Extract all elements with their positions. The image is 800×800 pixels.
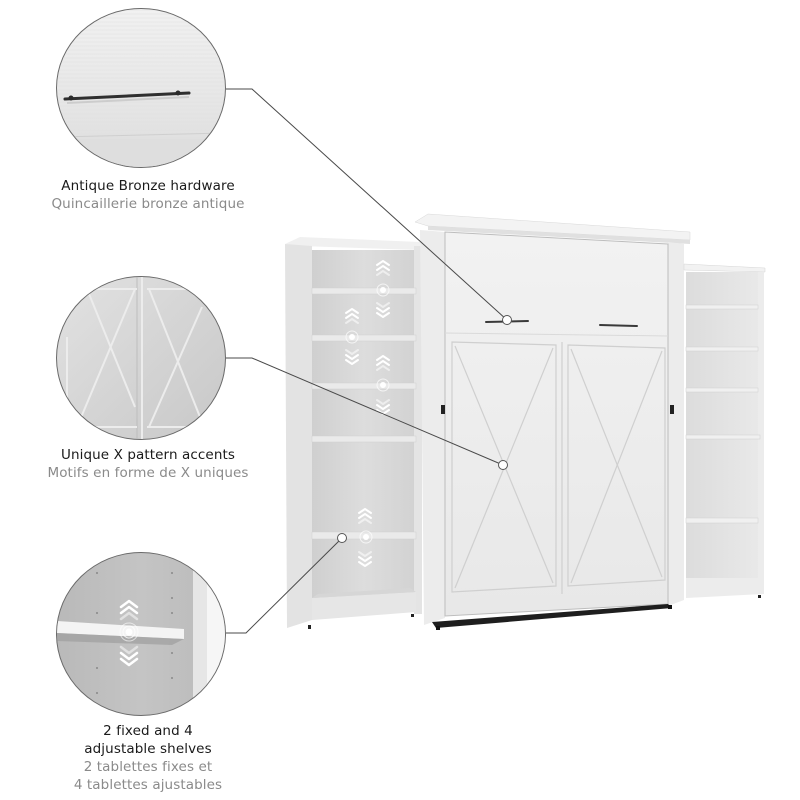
shelf-callout-dot: [337, 533, 347, 543]
x-pattern-title-en: Unique X pattern accents: [60, 447, 236, 463]
shelves-title-fr-line2: 4 tablettes ajustables: [73, 777, 223, 793]
callout-lines: [226, 88, 508, 634]
x-pattern-title-fr: Motifs en forme de X uniques: [47, 465, 249, 481]
hardware-callout-dot: [502, 315, 512, 325]
shelves-title-en-line2: adjustable shelves: [84, 741, 212, 757]
shelves-caption: 2 fixed and 4 adjustable shelves 2 table…: [20, 722, 276, 794]
shelf-detail-circle: [56, 552, 226, 716]
right-bookcase: [683, 263, 766, 598]
x-pattern-caption: Unique X pattern accents Motifs en forme…: [20, 446, 276, 482]
x-pattern-detail-circle: [56, 276, 226, 440]
shelves-title-fr-line1: 2 tablettes fixes et: [83, 759, 213, 775]
shelves-title-en-line1: 2 fixed and 4: [103, 723, 193, 739]
hardware-title-fr: Quincaillerie bronze antique: [51, 196, 245, 212]
left-bookcase: [285, 237, 422, 629]
hardware-caption: Antique Bronze hardware Quincaillerie br…: [20, 177, 276, 213]
x-pattern-callout-dot: [498, 460, 508, 470]
hardware-title-en: Antique Bronze hardware: [61, 178, 235, 194]
murphy-bed-cabinet: [414, 213, 691, 630]
